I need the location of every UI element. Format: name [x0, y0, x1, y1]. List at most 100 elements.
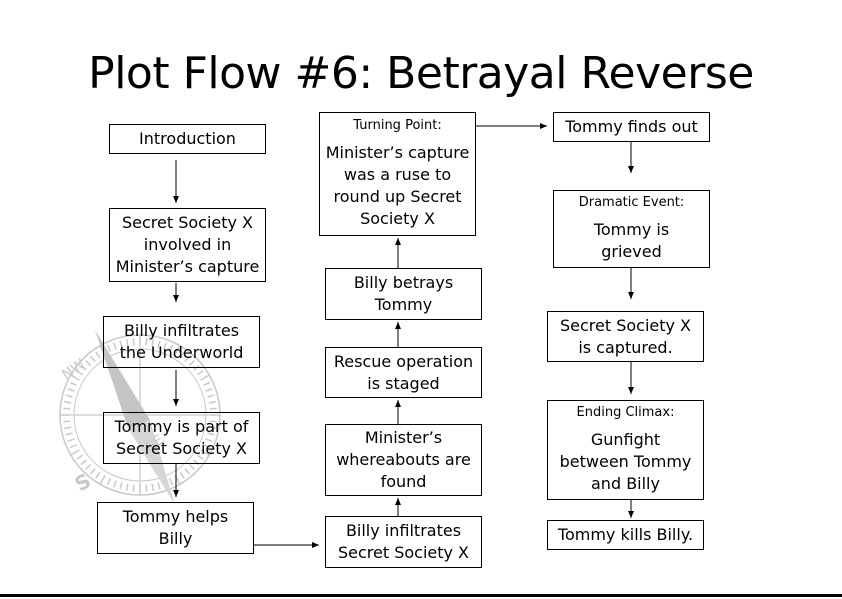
- compass-tick: [80, 459, 87, 466]
- compass-tick: [200, 374, 210, 381]
- compass-tick: [64, 400, 72, 404]
- compass-tick: [85, 360, 92, 367]
- diagram-title: Plot Flow #6: Betrayal Reverse: [88, 48, 754, 99]
- compass-tick: [119, 482, 123, 490]
- box-billy-infiltrates-underworld: Billy infiltrates the Underworld: [103, 316, 260, 368]
- compass-tick: [179, 351, 185, 359]
- compass-tick: [203, 381, 211, 387]
- box-billy-infiltrates-underworld-text: Billy infiltrates the Underworld: [119, 321, 244, 362]
- compass-tick: [70, 374, 80, 381]
- compass-tick: [89, 355, 96, 362]
- compass-tick: [65, 394, 73, 398]
- compass-tick: [157, 340, 161, 348]
- box-dramatic-event-header: Dramatic Event:: [578, 195, 685, 210]
- box-turning-point: Turning Point: Minister’s capture was a …: [319, 112, 476, 236]
- box-turning-point-body: Minister’s capture was a ruse to round u…: [325, 143, 470, 228]
- compass-tick: [203, 443, 211, 449]
- box-ending-climax-body: Gunfight between Tommy and Billy: [559, 430, 692, 493]
- compass-tick: [64, 426, 72, 430]
- box-tommy-finds-out: Tommy finds out: [553, 112, 710, 142]
- compass-tick: [196, 454, 204, 460]
- compass-tick: [70, 449, 80, 456]
- box-tommy-kills-billy: Tommy kills Billy.: [547, 520, 704, 550]
- compass-tick: [76, 454, 84, 460]
- box-tommy-helps-billy: Tommy helps Billy: [97, 502, 254, 554]
- compass-tick: [69, 381, 77, 387]
- box-billy-infiltrates-society: Billy infiltrates Secret Society X: [325, 516, 482, 568]
- compass-tick: [132, 338, 135, 346]
- compass-tick: [200, 449, 210, 456]
- box-turning-point-header: Turning Point:: [353, 118, 442, 133]
- box-tommy-kills-billy-text: Tommy kills Billy.: [557, 525, 694, 544]
- box-tommy-finds-out-text: Tommy finds out: [565, 117, 698, 136]
- box-dramatic-event: Dramatic Event: Tommy is grieved: [553, 190, 710, 268]
- compass-tick: [95, 471, 101, 479]
- box-dramatic-event-body: Tommy is grieved: [593, 220, 670, 261]
- compass-tick: [207, 432, 215, 436]
- compass-tick: [145, 338, 148, 346]
- compass-tick: [207, 394, 215, 398]
- compass-tick: [63, 420, 71, 423]
- compass-tick: [174, 345, 181, 355]
- box-tommy-helps-billy-text: Tommy helps Billy: [122, 507, 229, 548]
- compass-tick: [99, 475, 106, 485]
- compass-tick: [168, 344, 174, 352]
- compass-tick: [106, 478, 112, 486]
- box-introduction: Introduction: [109, 124, 266, 154]
- compass-tick: [89, 468, 96, 475]
- box-ending-climax-header: Ending Climax:: [576, 405, 675, 420]
- compass-tick: [205, 438, 213, 443]
- box-rescue-operation-text: Rescue operation is staged: [333, 351, 474, 393]
- box-rescue-operation: Rescue operation is staged: [325, 347, 482, 398]
- compass-tick: [157, 482, 161, 490]
- compass-tick: [67, 387, 75, 392]
- compass-tick: [76, 370, 84, 376]
- compass-tick: [151, 339, 155, 347]
- compass-tick: [205, 387, 213, 392]
- compass-tick: [209, 420, 217, 423]
- box-billy-betrays: Billy betrays Tommy: [325, 268, 482, 320]
- box-secret-society-involved-text: Secret Society X involved in Minister’s …: [115, 213, 260, 276]
- box-minister-whereabouts-text: Minister’s whereabouts are found: [336, 428, 471, 491]
- compass-tick: [168, 478, 174, 486]
- box-society-captured: Secret Society X is captured.: [547, 311, 704, 362]
- compass-tick: [184, 468, 191, 475]
- compass-tick: [184, 355, 191, 362]
- compass-tick: [125, 339, 129, 347]
- compass-tick: [95, 351, 101, 359]
- compass-tick: [106, 344, 112, 352]
- box-ending-climax: Ending Climax: Gunfight between Tommy an…: [547, 400, 704, 500]
- box-billy-betrays-text: Billy betrays Tommy: [353, 273, 454, 314]
- compass-tick: [112, 342, 117, 350]
- compass-tick: [209, 407, 217, 410]
- compass-tick: [69, 443, 77, 449]
- compass-tick: [208, 426, 216, 430]
- box-billy-infiltrates-society-text: Billy infiltrates Secret Society X: [337, 521, 470, 562]
- compass-tick: [208, 400, 216, 404]
- box-society-captured-text: Secret Society X is captured.: [559, 315, 692, 357]
- compass-tick: [112, 480, 117, 488]
- compass-tick: [65, 432, 73, 436]
- bottom-rule: [0, 594, 842, 597]
- compass-tick: [80, 364, 87, 371]
- box-minister-whereabouts: Minister’s whereabouts are found: [325, 424, 482, 496]
- box-tommy-part-of-society-text: Tommy is part of Secret Society X: [114, 417, 249, 458]
- compass-tick: [67, 438, 75, 443]
- compass-tick: [196, 370, 204, 376]
- compass-tick: [163, 342, 168, 350]
- compass-tick: [85, 463, 92, 470]
- box-secret-society-involved: Secret Society X involved in Minister’s …: [109, 208, 266, 282]
- compass-tick: [151, 483, 155, 491]
- compass-tick: [188, 360, 195, 367]
- compass-tick: [179, 471, 185, 479]
- compass-tick: [119, 340, 123, 348]
- box-introduction-text: Introduction: [139, 129, 236, 148]
- box-tommy-part-of-society: Tommy is part of Secret Society X: [103, 412, 260, 464]
- compass-tick: [125, 483, 129, 491]
- compass-tick: [145, 484, 148, 492]
- compass-tick: [188, 463, 195, 470]
- compass-tick: [132, 484, 135, 492]
- compass-tick: [63, 407, 71, 410]
